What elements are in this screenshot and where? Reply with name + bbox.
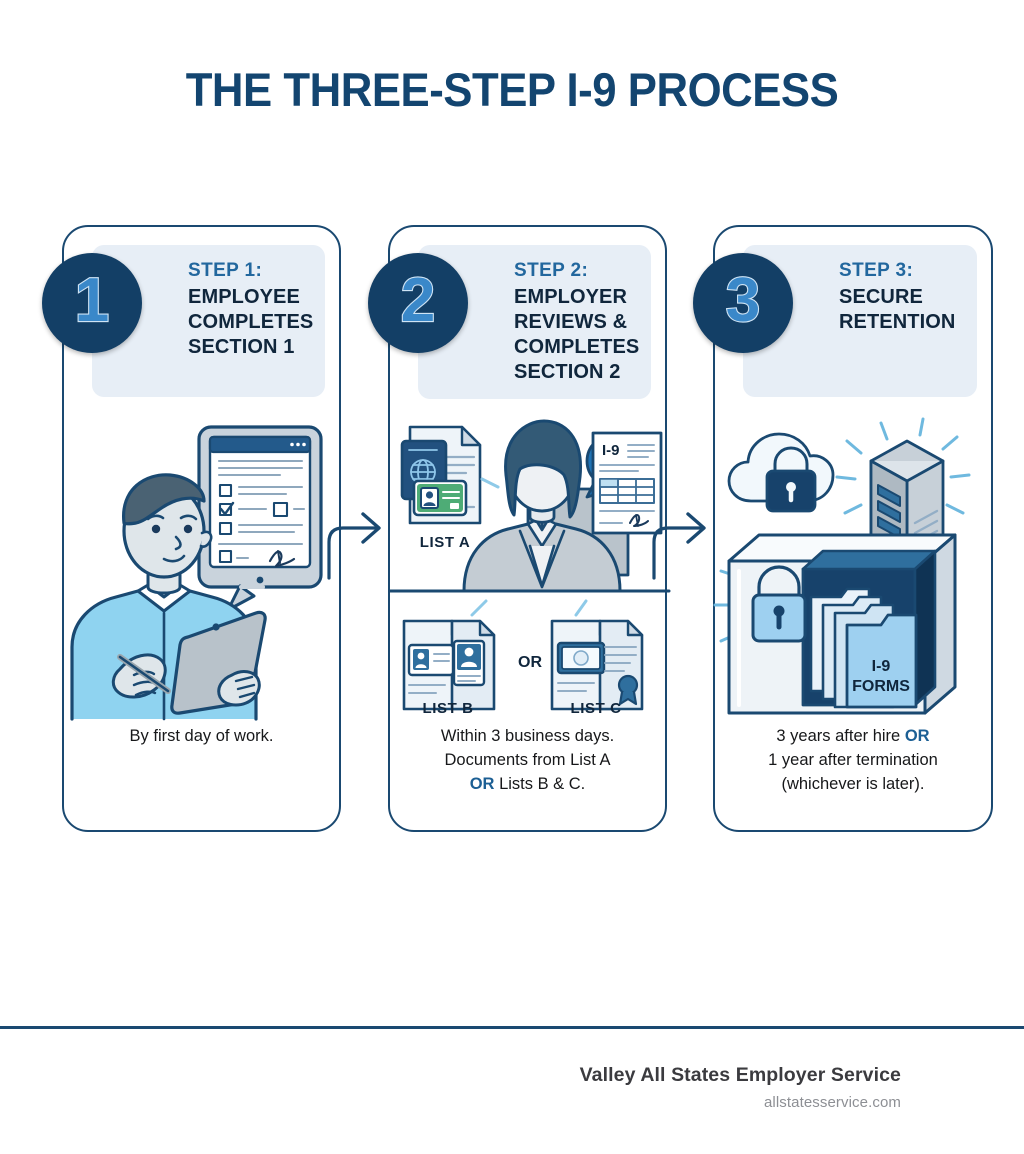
step-card-2: STEP 2: EMPLOYER REVIEWS & COMPLETES SEC… xyxy=(368,225,671,832)
step-2-caption-or: OR xyxy=(469,775,495,793)
i9-form-code: I-9 xyxy=(602,442,620,459)
list-a-documents-icon xyxy=(400,425,482,525)
step-1-caption: By first day of work. xyxy=(74,724,329,748)
i9-form-icon: I-9 xyxy=(591,431,663,535)
form-bubble-icon xyxy=(197,425,323,612)
step-1-title: EMPLOYEE COMPLETES SECTION 1 xyxy=(188,286,314,358)
step-3-caption: 3 years after hire OR 1 year after termi… xyxy=(725,724,981,796)
list-a-label: LIST A xyxy=(420,534,471,551)
step-1-number-badge: 1 xyxy=(42,253,142,353)
step-3-number-badge: 3 xyxy=(693,253,793,353)
step-3-caption-line-1: 3 years after hire xyxy=(776,727,905,745)
step-3-caption-line-2: 1 year after termination xyxy=(768,751,938,769)
safe-vault-icon: I-9 FORMS xyxy=(713,533,957,715)
step-3-title: SECURE RETENTION xyxy=(839,286,956,333)
list-b-documents-icon xyxy=(402,619,496,711)
list-c-documents-icon xyxy=(550,619,644,711)
step-1-kicker: STEP 1: xyxy=(188,260,263,281)
arrow-connector-2 xyxy=(650,500,722,580)
step-2-number-badge: 2 xyxy=(368,253,468,353)
employer-figure-icon xyxy=(462,419,622,593)
secure-storage-illustration: I-9 FORMS xyxy=(713,417,991,719)
list-b-label: LIST B xyxy=(422,700,473,717)
step-1-caption-text: By first day of work. xyxy=(129,727,274,745)
step-2-kicker: STEP 2: xyxy=(514,260,589,281)
list-c-label: LIST C xyxy=(570,700,621,717)
step-card-1: STEP 1: EMPLOYEE COMPLETES SECTION 1 1 xyxy=(42,225,341,832)
step-2-number: 2 xyxy=(400,266,437,335)
step-1-number: 1 xyxy=(74,266,111,335)
step-3-kicker: STEP 3: xyxy=(839,260,914,281)
employer-review-documents-illustration: LIST A xyxy=(388,419,671,719)
footer-divider xyxy=(0,1026,1024,1029)
i9-folder-line-1: I-9 xyxy=(872,658,891,675)
cloud-lock-icon xyxy=(727,432,835,513)
step-2-caption-line-1: Within 3 business days. xyxy=(440,727,615,745)
step-3-caption-or: OR xyxy=(904,727,930,745)
step-2-caption-line-3: Lists B & C. xyxy=(499,775,586,793)
footer-website-url[interactable]: allstatesservice.com xyxy=(763,1094,901,1111)
step-card-3: STEP 3: SECURE RETENTION 3 xyxy=(693,225,993,832)
arrow-connector-1 xyxy=(325,500,397,580)
employee-tablet-form-illustration xyxy=(64,419,339,721)
step-2-caption-line-2: Documents from List A xyxy=(444,751,611,769)
step-2-title: EMPLOYER REVIEWS & COMPLETES SECTION 2 xyxy=(514,286,640,383)
footer-company-name: Valley All States Employer Service xyxy=(579,1064,901,1086)
i9-folder-line-2: FORMS xyxy=(852,678,910,695)
list-or-label: OR xyxy=(518,654,542,671)
employee-figure-icon xyxy=(70,473,267,721)
page-title: THE THREE-STEP I-9 PROCESS xyxy=(185,63,839,116)
step-3-caption-line-3: (whichever is later). xyxy=(781,775,925,793)
step-2-caption: Within 3 business days. Documents from L… xyxy=(400,724,655,796)
step-3-number: 3 xyxy=(725,266,762,335)
